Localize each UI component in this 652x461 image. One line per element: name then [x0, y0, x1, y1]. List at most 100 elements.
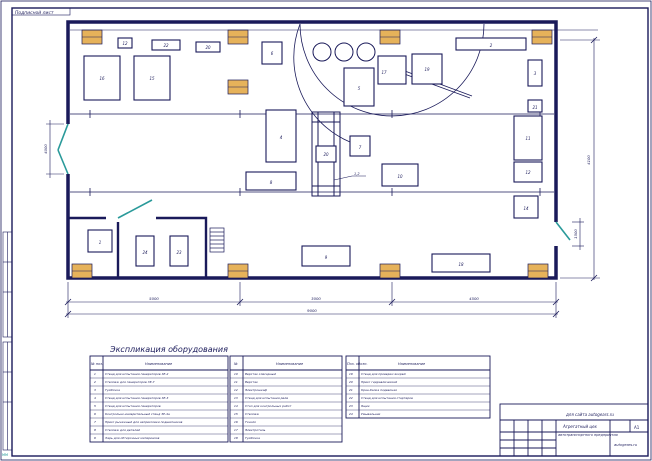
label-16: 16 — [99, 76, 105, 81]
eq-20b — [315, 145, 337, 163]
label-5: 5 — [358, 86, 361, 91]
dimension-values: 5000 3000 4500 9000 4100 1500 4000 — [43, 144, 591, 313]
spec-row-num: 21 — [349, 388, 353, 392]
eq-7 — [349, 135, 371, 157]
eq-5 — [343, 67, 375, 107]
column-hatch-lines — [72, 36, 552, 272]
eq-20 — [195, 41, 221, 53]
spec-row-num: 13 — [234, 396, 238, 400]
spec-row-num: 17 — [234, 428, 238, 432]
dim-right-offset: 1500 — [573, 229, 578, 239]
dim-bottom-2: 3000 — [311, 296, 321, 301]
eq-14 — [513, 195, 539, 219]
spec-row-num: 9 — [94, 436, 96, 440]
label-12b: 12 — [525, 170, 531, 175]
label-24: 24 — [142, 250, 148, 255]
spec-row-name: Стенд для испытания реле — [245, 396, 288, 400]
label-4: 4 — [280, 135, 283, 140]
title-watermark: autogears.ru — [614, 443, 638, 447]
spec-row-num: 16 — [234, 420, 238, 424]
spec-row-num: 23 — [349, 404, 353, 408]
leader — [333, 175, 366, 181]
label-12: 12 — [122, 41, 128, 46]
eq-4 — [265, 109, 297, 163]
eq-21 — [527, 99, 543, 113]
spec-tables — [89, 355, 491, 443]
eq-10 — [381, 163, 419, 187]
doors — [57, 123, 571, 241]
label-14: 14 — [523, 206, 529, 211]
spec-h1-name: Наименование — [145, 362, 172, 366]
eq-1 — [87, 229, 113, 253]
label-1: 1 — [99, 240, 102, 245]
eq-12b — [513, 161, 543, 183]
axis-label: 1,2 — [354, 172, 360, 176]
spec-row-name: Стенд для испытания генераторов 3Е-2 — [105, 372, 169, 376]
eq-24 — [135, 235, 155, 267]
label-3: 3 — [534, 71, 537, 76]
spec-row-num: 22 — [349, 396, 353, 400]
spec-row-name: Электроталь — [244, 428, 266, 432]
spec-row-name: Стол для контрольных работ — [245, 404, 292, 408]
spec-row-num: 5 — [94, 404, 96, 408]
spec-row-name: Точило — [245, 420, 256, 424]
spec-row-name: Ящик — [360, 404, 370, 408]
stair — [209, 227, 225, 253]
eq-22 — [151, 39, 181, 51]
spec-row-name: Кран-балка подвесная — [361, 388, 397, 392]
spec-row-name: Стенд для проверки якорей — [361, 372, 406, 376]
equipment — [83, 37, 543, 273]
eq-9 — [301, 245, 351, 267]
spec-row-num: 10 — [234, 372, 238, 376]
title-site: для сайта autogears.ru — [565, 412, 614, 417]
spec-row-name: Стенд для испытания генераторов 3Е-3 — [105, 396, 169, 400]
spec-h2-name: Наименование — [276, 362, 303, 366]
spec-h3-name: Наименование — [398, 362, 425, 366]
label-2: 2 — [490, 43, 493, 48]
spec-row-num: 15 — [234, 412, 238, 416]
label-11: 11 — [525, 136, 530, 141]
spec-row-name: Верстак слесарный — [245, 372, 276, 376]
door-left-2 — [57, 149, 69, 175]
label-7: 7 — [359, 145, 362, 150]
dimension-lines — [46, 29, 600, 318]
dim-bottom-3: 4500 — [469, 296, 479, 301]
spec-row-lines — [90, 377, 490, 435]
label-17: 17 — [381, 70, 387, 75]
spec-row-num: 3 — [94, 388, 96, 392]
spec-row-num: 1 — [94, 372, 96, 376]
title-block — [499, 403, 649, 457]
dim-right-height: 4100 — [586, 155, 591, 165]
side-strips — [2, 231, 13, 451]
spec-row-num: 19 — [349, 372, 353, 376]
spec-row-name: Умывальник — [361, 412, 381, 416]
eq-8 — [245, 171, 297, 191]
title-sheet-no: А1 — [634, 425, 640, 430]
spec-row-num: 24 — [349, 412, 353, 416]
spec-h1-num: № поз. — [90, 362, 103, 366]
eq-3 — [527, 59, 543, 87]
spec-row-name: Контрольно-измерительный стенд 3Е-4а — [105, 412, 170, 416]
spec-row-num: 11 — [234, 380, 238, 384]
eq-19 — [411, 53, 443, 85]
label-15: 15 — [149, 76, 155, 81]
dim-left-height: 4000 — [43, 144, 48, 154]
label-21: 21 — [532, 105, 537, 110]
label-18: 18 — [458, 262, 464, 267]
spec-row-name: Пресс гидравлический — [361, 380, 397, 384]
spec-row-name: Пресс рычажный для запрессовки подшипник… — [105, 420, 183, 424]
spec-row-num: 12 — [234, 388, 238, 392]
spec-row-name: Стеллаж — [245, 412, 259, 416]
label-20: 20 — [205, 45, 211, 50]
eq-17 — [377, 55, 407, 85]
spec-row-num: 2 — [94, 380, 96, 384]
label-23: 23 — [176, 250, 182, 255]
eq-15 — [133, 55, 171, 101]
door-right — [555, 221, 571, 241]
door-inner — [117, 199, 153, 219]
spec-row-name: Электрошкаф — [244, 388, 268, 392]
outer-walls — [66, 20, 558, 280]
